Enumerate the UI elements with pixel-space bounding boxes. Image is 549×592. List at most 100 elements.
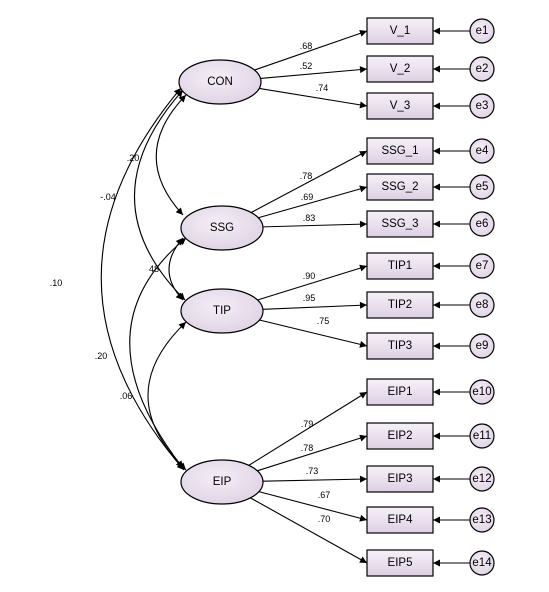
error-e3: e3 [469, 93, 495, 119]
indicator-eip4: EIP4 [366, 506, 434, 534]
error-e10: e10 [469, 379, 495, 405]
loading-path-v_3 [259, 87, 368, 109]
correlation-value: .20 [127, 153, 140, 163]
latent-ellipse [180, 205, 264, 251]
loading-value: .78 [301, 443, 314, 453]
loading-path-eip5 [250, 497, 368, 564]
indicator-label: EIP5 [388, 557, 413, 569]
error-circle [469, 507, 495, 533]
error-e11: e11 [469, 423, 495, 449]
loading-path-tip3 [259, 319, 368, 348]
indicator-box [366, 506, 434, 534]
loading-value: .68 [300, 41, 313, 51]
indicator-label: V_2 [390, 63, 410, 75]
indicator-box [366, 378, 434, 406]
latent-label: CON [207, 76, 233, 88]
error-label: e4 [476, 145, 489, 157]
indicator-label: EIP2 [388, 430, 413, 442]
error-circle [469, 174, 495, 200]
loading-path-tip2 [262, 301, 368, 310]
error-circle [469, 292, 495, 318]
indicator-label: EIP3 [388, 473, 413, 485]
error-circle [469, 466, 495, 492]
error-circle [469, 423, 495, 449]
error-circle [469, 18, 495, 44]
indicator-label: SSG_1 [381, 145, 418, 157]
latent-ssg: SSG [180, 205, 264, 251]
indicator-tip2: TIP2 [366, 291, 434, 319]
correlation-value: .20 [95, 351, 108, 361]
indicator-box [366, 332, 434, 360]
indicator-box [366, 465, 434, 493]
error-e9: e9 [469, 333, 495, 359]
loading-value: .90 [303, 271, 316, 281]
indicator-box [366, 17, 434, 45]
error-e2: e2 [469, 56, 495, 82]
indicator-label: V_1 [390, 25, 410, 37]
error-circle [469, 333, 495, 359]
loading-value: .75 [317, 316, 330, 326]
indicator-eip1: EIP1 [366, 378, 434, 406]
error-circle [469, 550, 495, 576]
indicator-eip5: EIP5 [366, 549, 434, 577]
error-label: e11 [473, 430, 491, 442]
indicator-eip2: EIP2 [366, 422, 434, 450]
loading-path-eip2 [257, 434, 368, 472]
correlation-con-ssg [155, 94, 187, 216]
loading-path-v_1 [254, 29, 368, 71]
error-label: e8 [476, 299, 489, 311]
indicator-v_3: V_3 [366, 92, 434, 120]
loading-value: .67 [318, 490, 331, 500]
error-e7: e7 [469, 253, 495, 279]
error-circle [469, 56, 495, 82]
error-label: e12 [472, 473, 491, 485]
error-e14: e14 [469, 550, 495, 576]
correlation-con-tip [134, 89, 186, 301]
error-circle [469, 93, 495, 119]
correlation-value: .06 [120, 391, 133, 401]
error-e4: e4 [469, 138, 495, 164]
loading-value: .95 [303, 293, 316, 303]
indicator-ssg_2: SSG_2 [366, 173, 434, 201]
loading-value: .69 [301, 192, 314, 202]
indicator-label: TIP2 [388, 299, 412, 311]
error-circle [469, 379, 495, 405]
error-label: e5 [476, 181, 489, 193]
error-e5: e5 [469, 174, 495, 200]
indicator-eip3: EIP3 [366, 465, 434, 493]
indicator-label: TIP3 [388, 340, 412, 352]
indicator-box [366, 252, 434, 280]
error-e1: e1 [469, 18, 495, 44]
error-e8: e8 [469, 292, 495, 318]
indicator-box [366, 173, 434, 201]
loading-value: .79 [301, 419, 314, 429]
error-circle [469, 138, 495, 164]
latent-label: TIP [213, 305, 231, 317]
loading-value: .83 [303, 213, 316, 223]
latent-ellipse [178, 59, 262, 105]
correlation-value: 48 [149, 264, 159, 274]
error-e12: e12 [469, 466, 495, 492]
error-label: e13 [472, 514, 491, 526]
loading-value: .74 [316, 83, 329, 93]
latent-label: EIP [213, 476, 232, 488]
indicator-ssg_1: SSG_1 [366, 137, 434, 165]
error-circle [469, 211, 495, 237]
indicator-box [366, 210, 434, 238]
loading-path-eip1 [248, 391, 368, 466]
indicator-box [366, 549, 434, 577]
indicator-label: EIP4 [388, 514, 414, 526]
error-e13: e13 [469, 507, 495, 533]
latent-con: CON [178, 59, 262, 105]
latent-tip: TIP [180, 288, 264, 334]
error-label: e1 [476, 25, 489, 37]
indicator-v_2: V_2 [366, 55, 434, 83]
error-label: e7 [476, 260, 489, 272]
indicator-tip1: TIP1 [366, 252, 434, 280]
error-e6: e6 [469, 211, 495, 237]
latent-ellipse [180, 459, 264, 505]
indicator-label: EIP1 [388, 386, 413, 398]
loading-value: .78 [300, 171, 313, 181]
correlation-con-eip [100, 87, 185, 471]
